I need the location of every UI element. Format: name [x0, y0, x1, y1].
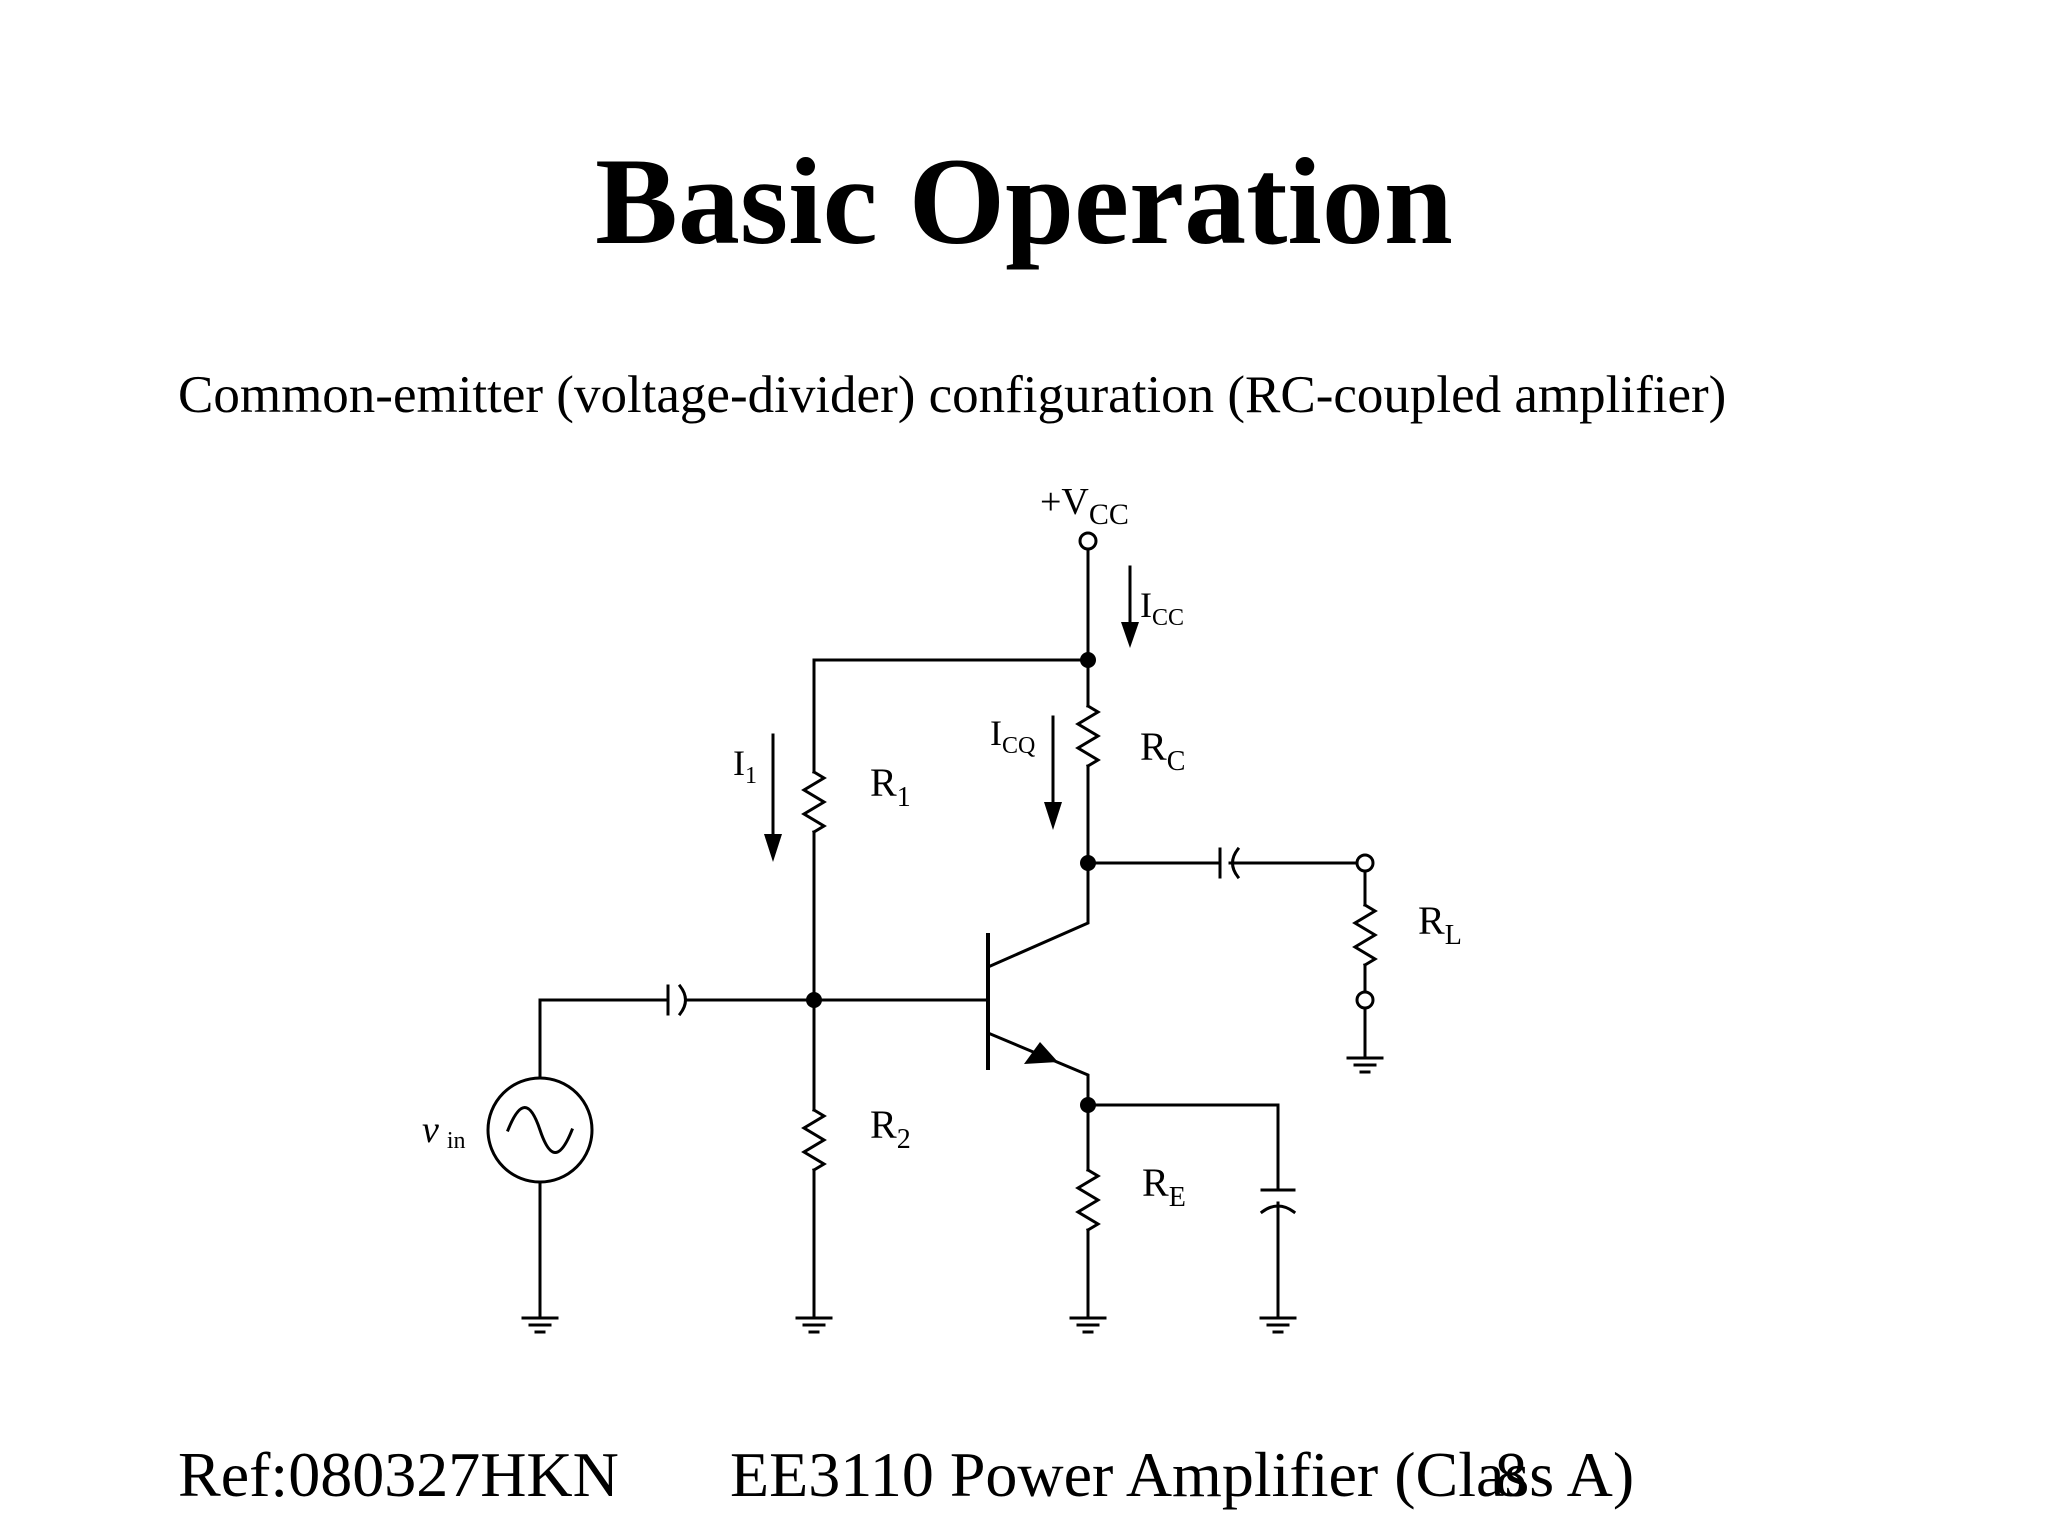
r2-label: R2 — [870, 1102, 911, 1155]
transistor-emitter — [986, 1031, 1090, 1107]
icq-label: ICQ — [990, 713, 1035, 759]
junction-emitter — [1080, 1097, 1096, 1113]
r1-label: R1 — [870, 760, 911, 813]
page-number: 8 — [1495, 1439, 1527, 1510]
rl-terminal-top — [1355, 853, 1375, 873]
emitter-arrow-icon — [1024, 1042, 1058, 1064]
i1-label: I1 — [733, 743, 757, 789]
vcc-terminal — [1078, 531, 1098, 551]
rc-resistor — [1075, 703, 1101, 769]
slide-subtitle: Common-emitter (voltage-divider) configu… — [178, 366, 1727, 424]
rl-label: RL — [1418, 898, 1462, 951]
re-resistor — [1075, 1167, 1101, 1233]
vcc-label: +VCC — [1040, 481, 1129, 531]
icq-arrow-icon — [1044, 802, 1062, 830]
footer-reference: Ref:080327HKN — [178, 1439, 619, 1510]
r1-resistor — [801, 769, 827, 835]
icc-arrow-icon — [1121, 622, 1139, 648]
footer-course-title: EE3110 Power Amplifier (Class A) — [730, 1439, 1635, 1510]
junction-collector — [1080, 855, 1096, 871]
junction-top — [1080, 652, 1096, 668]
rl-resistor — [1352, 902, 1378, 968]
slide-title: Basic Operation — [595, 133, 1453, 270]
re-label: RE — [1142, 1160, 1186, 1213]
i1-arrow-icon — [764, 834, 782, 862]
rl-terminal-bottom — [1355, 990, 1375, 1010]
junction-base — [806, 992, 822, 1008]
r2-resistor — [801, 1107, 827, 1173]
rc-label: RC — [1140, 724, 1185, 777]
icc-label: ICC — [1140, 585, 1184, 631]
